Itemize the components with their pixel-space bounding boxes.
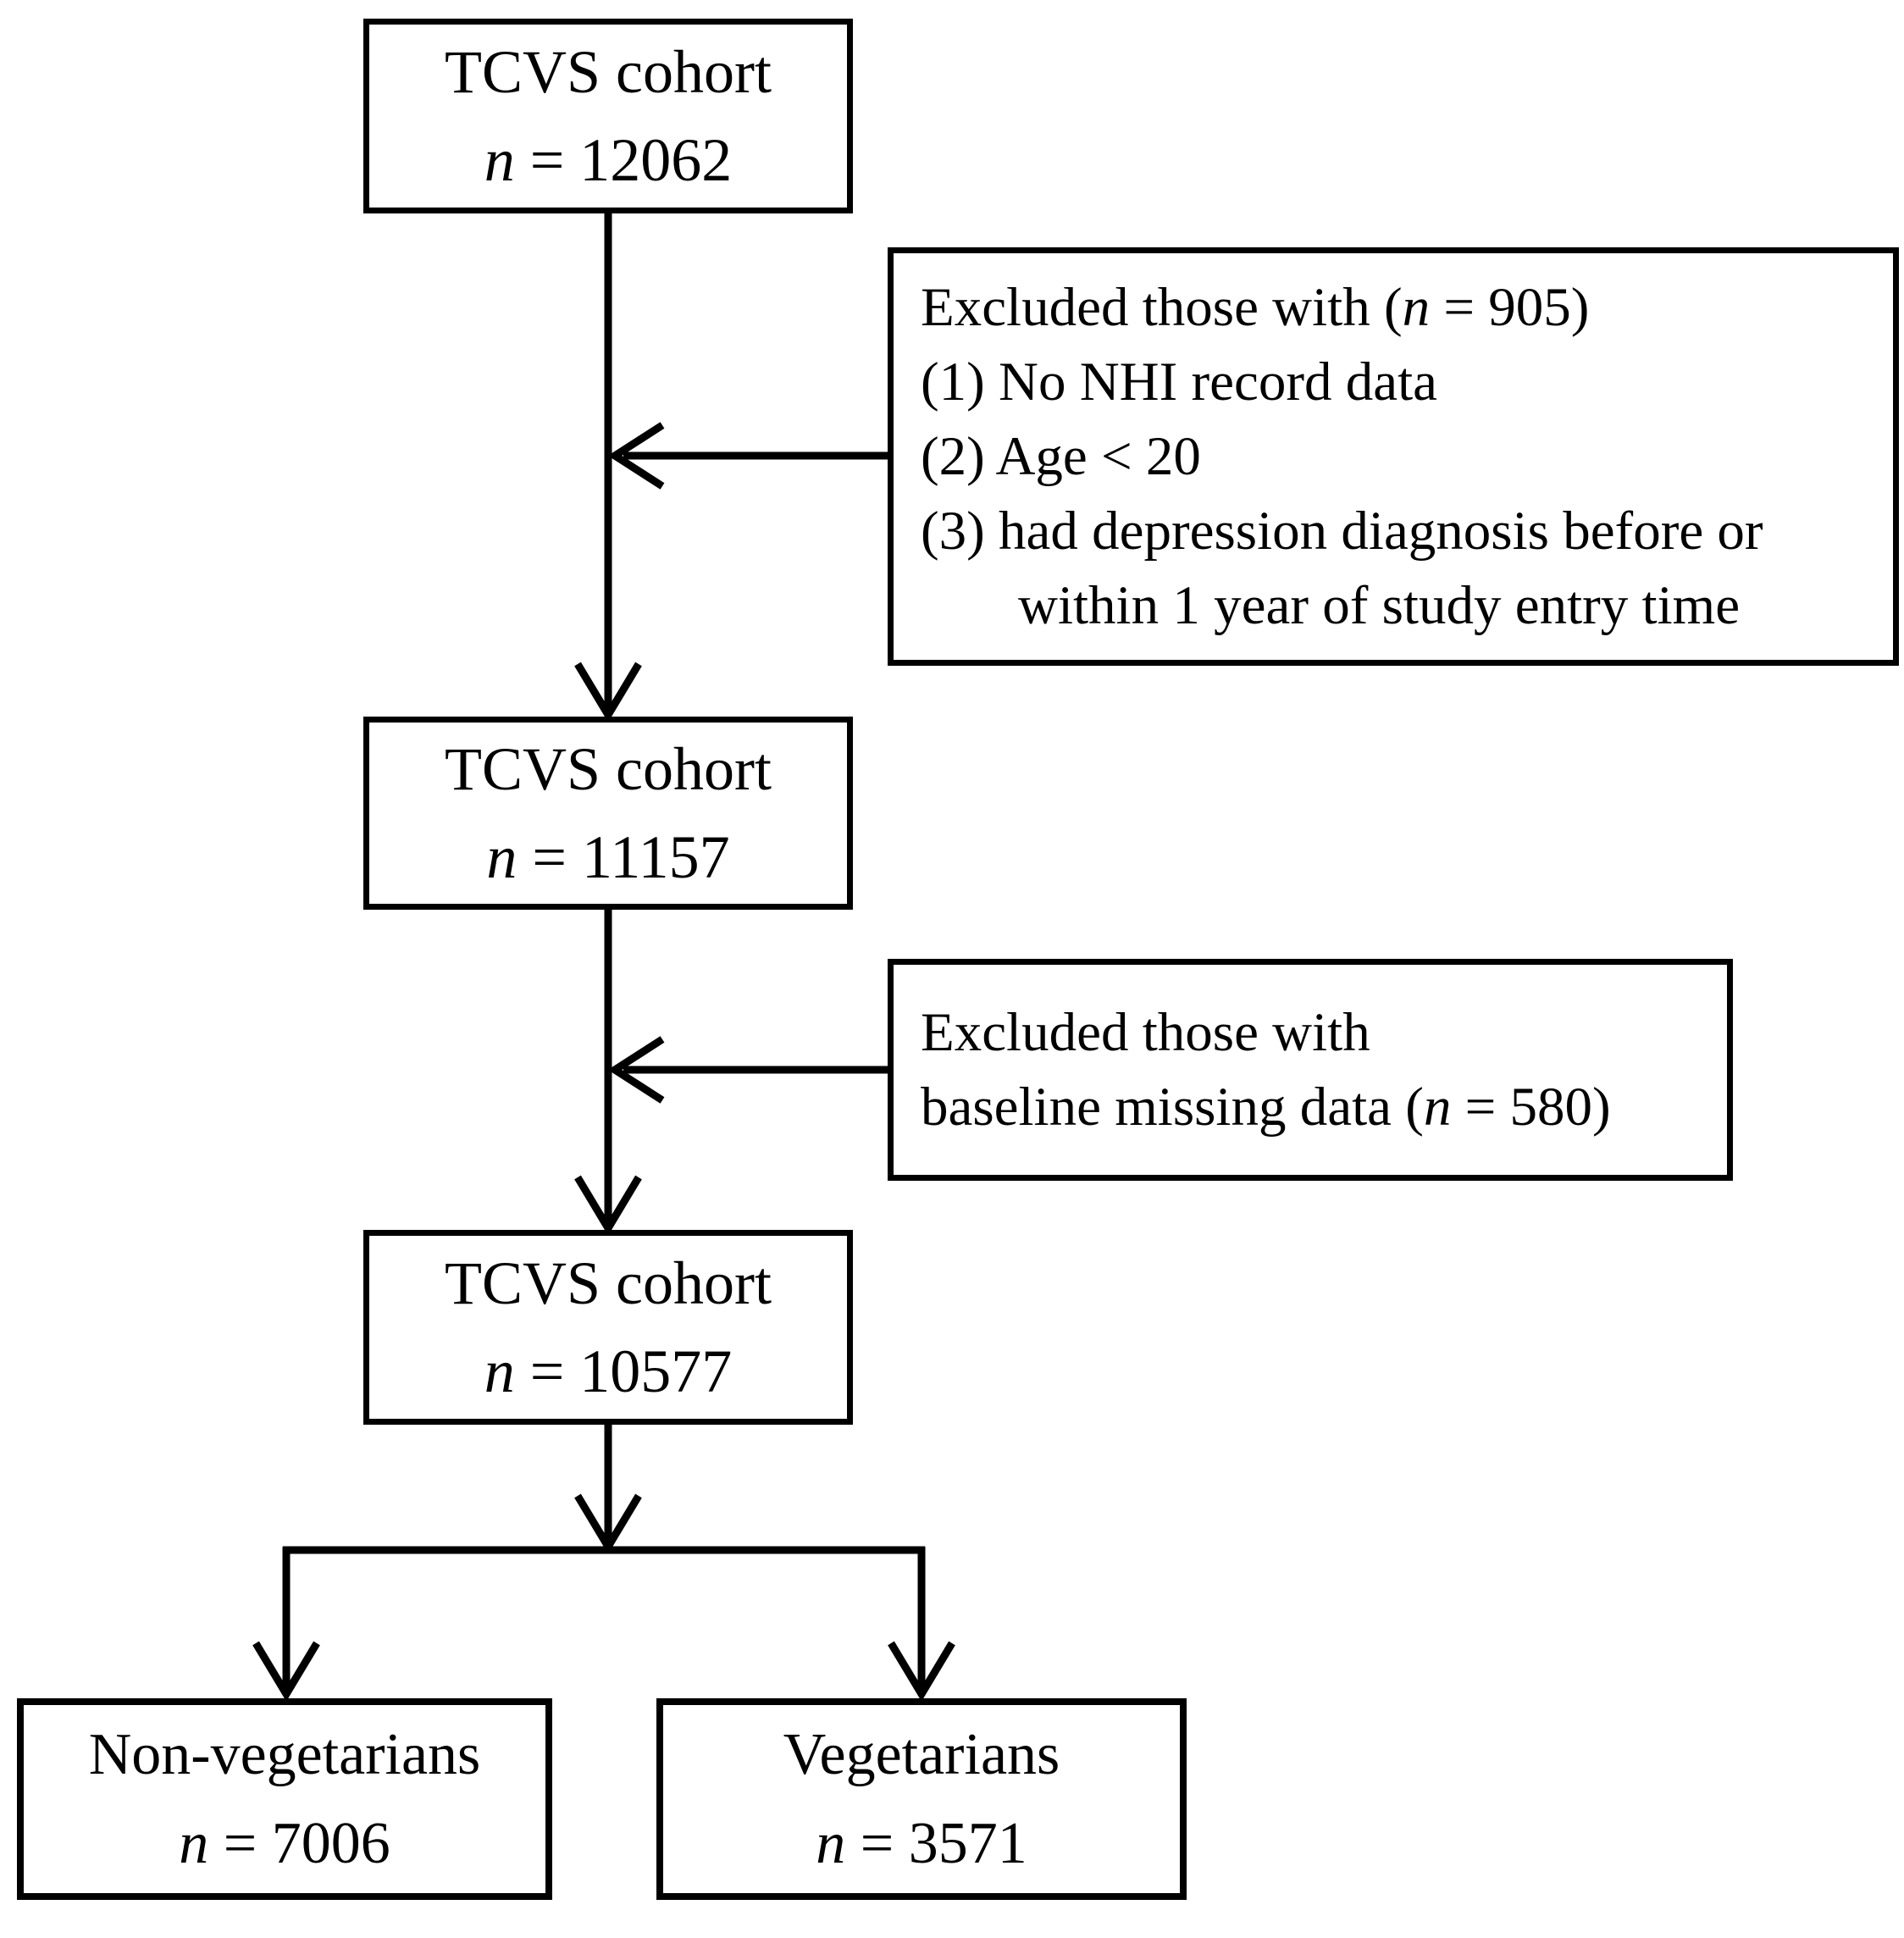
outcome-title: Vegetarians — [783, 1722, 1060, 1787]
arrowhead-down-into-nonvegetarians — [252, 1641, 320, 1702]
cohort-n-count: n = 11157 — [486, 823, 730, 891]
outcome-n-count: n = 7006 — [179, 1811, 390, 1876]
arrowhead-left-exclusion1 — [607, 422, 665, 490]
cohort-n-count: n = 10577 — [484, 1337, 733, 1405]
exclusion-box-2: Excluded those with baseline missing dat… — [888, 959, 1733, 1181]
exclusion1-reason-1: (1) No NHI record data — [921, 352, 1438, 413]
cohort-box-initial: TCVS cohort n = 12062 — [363, 19, 853, 213]
cohort-title: TCVS cohort — [445, 37, 772, 106]
exclusion1-header: Excluded those with (n = 905) — [921, 277, 1590, 338]
exclusion1-reason-3: (3) had depression diagnosis before or — [921, 501, 1763, 562]
cohort-box-final: TCVS cohort n = 10577 — [363, 1230, 853, 1425]
cohort-n-count: n = 12062 — [484, 126, 733, 194]
cohort-title: TCVS cohort — [445, 1249, 772, 1317]
exclusion2-reason: baseline missing data (n = 580) — [921, 1077, 1611, 1138]
outcome-n-count: n = 3571 — [816, 1811, 1027, 1876]
outcome-box-vegetarians: Vegetarians n = 3571 — [656, 1698, 1187, 1900]
outcome-title: Non-vegetarians — [88, 1722, 481, 1787]
exclusion2-header: Excluded those with — [921, 1002, 1370, 1063]
arrowhead-down-into-cohort3 — [574, 1175, 642, 1236]
arrowhead-left-exclusion2 — [607, 1036, 665, 1104]
cohort-box-after-exclusion-1: TCVS cohort n = 11157 — [363, 717, 853, 910]
exclusion1-reason-2: (2) Age < 20 — [921, 426, 1201, 487]
outcome-box-nonvegetarians: Non-vegetarians n = 7006 — [17, 1698, 552, 1900]
exclusion-box-1: Excluded those with (n = 905) (1) No NHI… — [888, 247, 1899, 666]
arrowhead-down-into-cohort2 — [574, 662, 642, 723]
cohort-title: TCVS cohort — [445, 734, 772, 803]
exclusion1-reason-3-continued: within 1 year of study entry time — [1018, 575, 1741, 636]
arrowhead-down-into-vegetarians — [888, 1641, 955, 1702]
